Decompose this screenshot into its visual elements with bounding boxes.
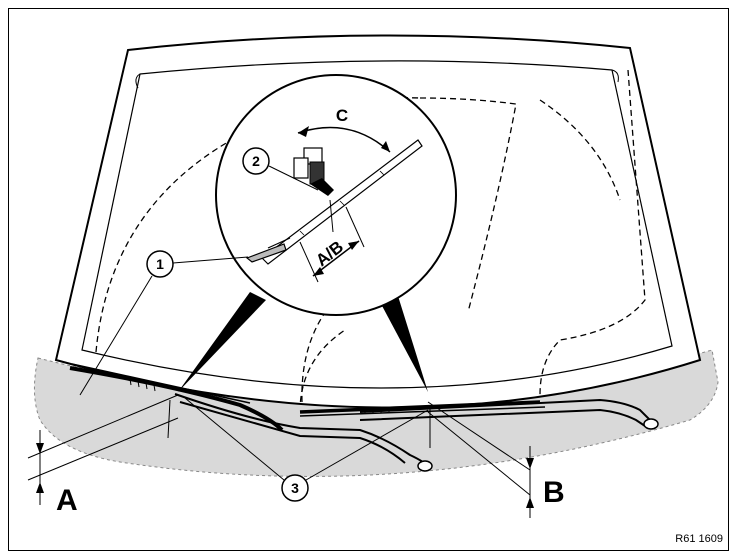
detail-view [245, 126, 423, 283]
svg-text:2: 2 [252, 153, 260, 169]
callout-1: 1 [79, 250, 249, 396]
dimension-b: B [427, 401, 565, 518]
angle-label-c: C [336, 106, 348, 125]
svg-text:3: 3 [291, 480, 299, 496]
callout-3: 3 [184, 397, 429, 502]
wiper-arm-right [299, 398, 659, 430]
callout-2: 2 [242, 147, 319, 191]
magnifier-pointer-right [380, 296, 428, 392]
gauge-tool [293, 147, 334, 196]
dimension-a: A [27, 394, 179, 517]
wiper-arm-left [69, 363, 433, 472]
svg-text:1: 1 [156, 256, 164, 272]
reference-code: R61 1609 [675, 533, 723, 545]
windshield-inner-outline [81, 60, 673, 389]
svg-text:B: B [543, 476, 565, 509]
svg-text:A: A [56, 484, 78, 517]
magnifier-pointer-left [178, 292, 266, 392]
